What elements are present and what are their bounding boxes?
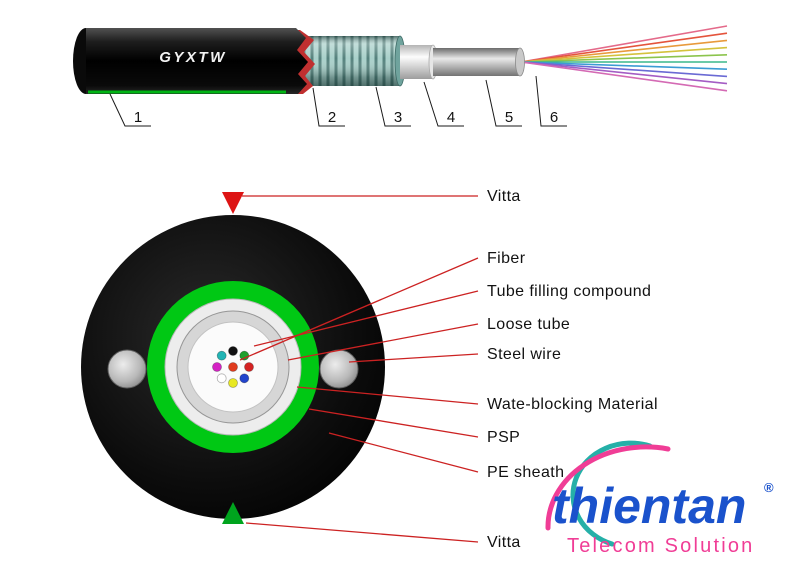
leader-line-pe-sheath — [328, 432, 479, 473]
label-water-blocking: Wate-blocking Material — [487, 396, 658, 413]
callout-number-2: 2 — [328, 109, 336, 126]
logo-swoosh-teal — [570, 440, 653, 547]
fanout-fiber — [520, 54, 728, 63]
label-steel-wire: Steel wire — [487, 346, 561, 363]
cross-section-view — [81, 192, 385, 524]
callout-numbers: 1 2 3 4 5 6 — [134, 109, 558, 126]
label-tube-filling-compound: Tube filling compound — [487, 283, 651, 300]
label-psp: PSP — [487, 429, 520, 446]
logo-registered-mark: ® — [764, 480, 774, 495]
fiber-dot — [228, 346, 238, 356]
callout-number-1: 1 — [134, 109, 142, 126]
leader-line-tube-filling — [253, 290, 479, 347]
loose-tube-cap — [515, 47, 525, 77]
steel-wire-left — [107, 349, 147, 389]
cable-3d-view: GYXTW 1 2 3 4 5 6 — [73, 25, 728, 127]
callout-line-1 — [109, 93, 151, 127]
fiber-dot — [228, 378, 238, 388]
leader-line-fiber — [239, 257, 479, 361]
leader-line-psp — [308, 408, 479, 438]
fanout-fiber — [520, 25, 728, 63]
leader-line-vitta-bottom — [245, 522, 479, 543]
callout-line-6 — [535, 75, 567, 127]
callout-line-5 — [485, 79, 522, 127]
corrugated-steel-tape-shading — [298, 36, 400, 86]
callout-number-5: 5 — [505, 109, 513, 126]
fanout-fiber — [520, 39, 728, 63]
callout-line-3 — [375, 86, 411, 127]
label-vitta-top: Vitta — [487, 188, 521, 205]
callout-number-3: 3 — [394, 109, 402, 126]
fanout-fiber — [520, 46, 728, 63]
fanout-fibers — [520, 25, 728, 92]
fiber-dots — [212, 346, 254, 388]
label-loose-tube: Loose tube — [487, 316, 570, 333]
label-vitta-bottom: Vitta — [487, 534, 521, 551]
fanout-fiber — [520, 61, 728, 92]
label-fiber: Fiber — [487, 250, 526, 267]
fiber-dot — [216, 350, 227, 361]
cable-outer-sheath — [86, 28, 296, 94]
callout-line-2 — [312, 87, 345, 127]
callout-number-4: 4 — [447, 109, 455, 126]
logo-swoosh-pink — [545, 444, 671, 531]
fiber-dot — [212, 362, 222, 372]
fanout-fiber — [520, 61, 728, 70]
brand-logo: thientan ® Telecom Solution — [545, 440, 774, 557]
fiber-dot — [239, 373, 250, 384]
callout-number-6: 6 — [550, 109, 558, 126]
logo-tagline: Telecom Solution — [567, 535, 755, 557]
part-labels: Vitta Fiber Tube filling compound Loose … — [487, 188, 658, 551]
fanout-fiber — [520, 61, 728, 78]
logo-brand-text: thientan — [552, 478, 746, 534]
loose-tube-metal — [433, 48, 520, 76]
steel-wire-right — [319, 349, 359, 389]
label-pe-sheath: PE sheath — [487, 464, 564, 481]
leader-lines — [239, 195, 479, 543]
cable-torn-edge — [286, 28, 308, 94]
leader-line-steel-wire — [348, 353, 479, 363]
vitta-marker-bottom — [222, 502, 244, 524]
fiber-dot — [228, 362, 238, 372]
leader-line-water-blocking — [296, 386, 479, 405]
callout-lines — [109, 75, 567, 127]
cable-print-text: GYXTW — [159, 49, 227, 66]
fanout-fiber — [520, 61, 728, 85]
fiber-dot — [216, 373, 227, 384]
callout-line-4 — [423, 81, 464, 127]
inner-tube-white — [400, 45, 433, 79]
leader-line-loose-tube — [287, 323, 479, 361]
fiber-dot — [244, 362, 254, 372]
fanout-fiber — [520, 32, 728, 63]
vitta-marker-top — [222, 192, 244, 214]
